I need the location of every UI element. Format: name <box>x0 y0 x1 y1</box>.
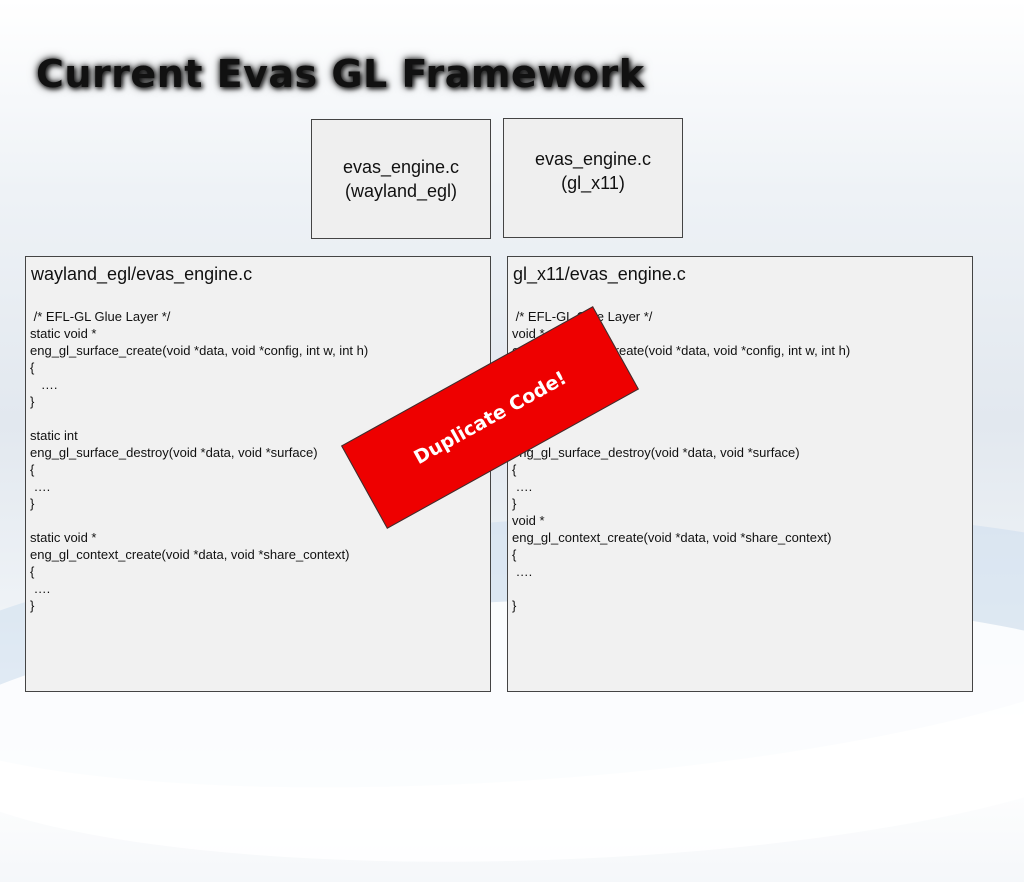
glx-engine-box: evas_engine.c (gl_x11) <box>503 118 683 238</box>
code-line: …. <box>30 377 58 392</box>
code-line: { <box>30 360 35 375</box>
code-line: eng_gl_context_create(void *data, void *… <box>30 547 350 562</box>
code-line: /* EFL-GL Glue Layer */ <box>30 309 171 324</box>
code-line: static void * <box>30 530 97 545</box>
code-line: eng_gl_surface_destroy(void *data, void … <box>30 445 318 460</box>
code-line: …. <box>30 581 51 596</box>
wayland-code-title: wayland_egl/evas_engine.c <box>31 264 253 284</box>
wayland-engine-filename: evas_engine.c <box>342 157 460 177</box>
code-line <box>512 580 850 597</box>
glx-engine-backend: (gl_x11) <box>561 173 625 193</box>
code-line: void * <box>512 513 545 528</box>
code-line <box>30 512 368 529</box>
code-line: } <box>30 394 35 409</box>
wayland-engine-box: evas_engine.c (wayland_egl) <box>311 119 491 239</box>
slide-title: Current Evas GL Framework <box>36 52 645 96</box>
code-line: …. <box>512 479 533 494</box>
code-line: } <box>512 598 517 613</box>
code-line: …. <box>512 564 533 579</box>
code-line <box>30 410 368 427</box>
code-line: static void * <box>30 326 97 341</box>
code-line: { <box>30 564 35 579</box>
code-line: } <box>30 598 35 613</box>
wayland-engine-backend: (wayland_egl) <box>344 181 458 201</box>
glx-engine-filename: evas_engine.c <box>534 149 652 169</box>
code-line: { <box>512 547 517 562</box>
code-line: …. <box>30 479 51 494</box>
wayland-code-lines: /* EFL-GL Glue Layer */ static void * en… <box>30 308 368 614</box>
code-line: eng_gl_surface_destroy(void *data, void … <box>512 445 800 460</box>
code-line: { <box>30 462 35 477</box>
code-line: } <box>512 496 517 511</box>
glx-code-title: gl_x11/evas_engine.c <box>513 264 686 284</box>
code-line: { <box>512 462 517 477</box>
code-line: eng_gl_surface_create(void *data, void *… <box>30 343 369 358</box>
code-line: } <box>30 496 35 511</box>
code-line: eng_gl_context_create(void *data, void *… <box>512 530 832 545</box>
code-line: static int <box>30 428 78 443</box>
glx-code-lines: /* EFL-GL Glue Layer */ void * eng_gl_su… <box>512 308 850 614</box>
